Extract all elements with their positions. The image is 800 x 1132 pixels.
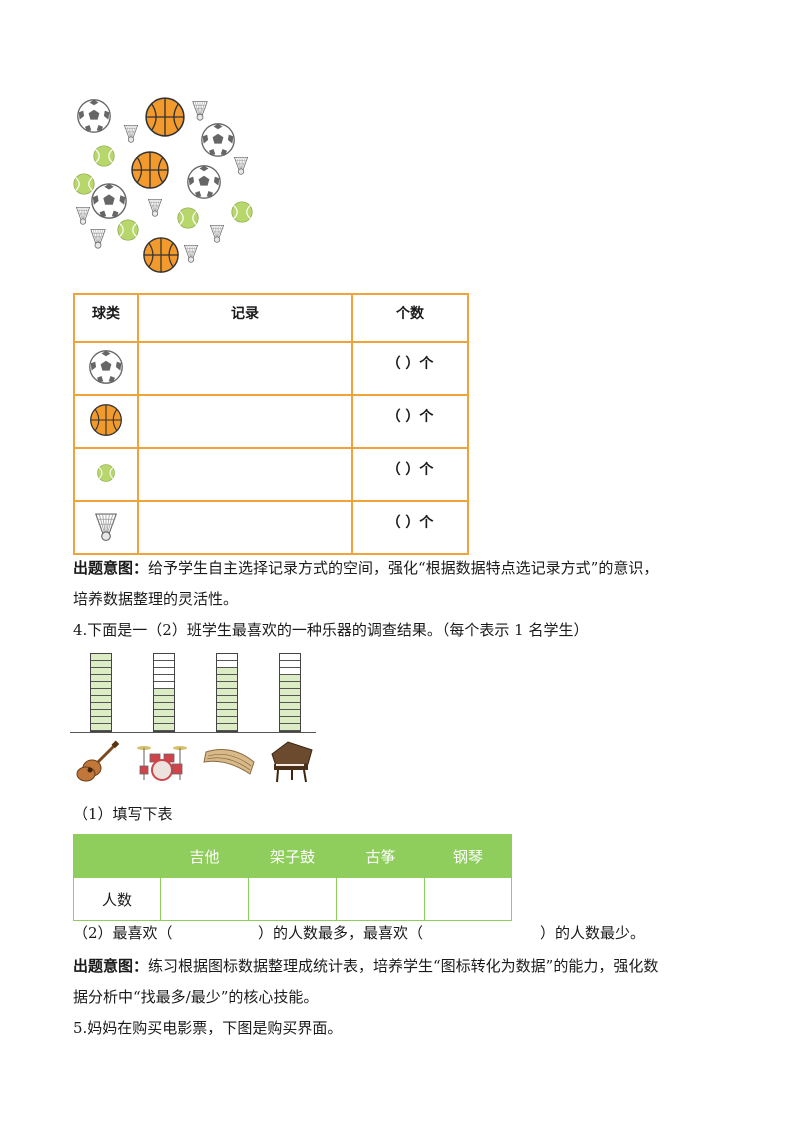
bar-square-empty bbox=[154, 654, 174, 661]
bar-square-filled bbox=[91, 682, 111, 689]
bar-square-filled bbox=[217, 668, 237, 675]
bar-square-filled bbox=[91, 703, 111, 710]
count-cell-soccer[interactable]: （ ）个 bbox=[351, 341, 469, 396]
intent2-line1: 出题意图：练习根据图标数据整理成统计表，培养学生“图标转化为数据”的能力，强化数 bbox=[73, 957, 658, 975]
chart-baseline bbox=[70, 732, 316, 733]
intent1-line2: 培养数据整理的灵活性。 bbox=[73, 590, 239, 608]
bar-square-filled bbox=[154, 717, 174, 724]
row-label-people: 人数 bbox=[73, 877, 161, 921]
bar-square-filled bbox=[154, 696, 174, 703]
intent2-line2: 据分析中“找最多/最少”的核心技能。 bbox=[73, 988, 319, 1006]
instrument-count-table: 吉他 架子鼓 古筝 钢琴 人数 bbox=[73, 834, 512, 921]
balls-record-table: 球类 记录 个数 （ ）个 （ ）个 （ ）个 （ ）个 bbox=[73, 293, 469, 555]
header-drum-kit: 架子鼓 bbox=[248, 834, 337, 878]
count-cell-shuttlecock[interactable]: （ ）个 bbox=[351, 500, 469, 555]
header-guitar: 吉他 bbox=[160, 834, 249, 878]
guzheng-icon bbox=[203, 749, 255, 775]
intent1-line1: 出题意图：给予学生自主选择记录方式的空间，强化“根据数据特点选记录方式”的意识， bbox=[73, 559, 658, 577]
bar-square-filled bbox=[217, 724, 237, 731]
intent2-text1: 练习根据图标数据整理成统计表，培养学生“图标转化为数据”的能力，强化数 bbox=[148, 957, 659, 975]
bar-square-filled bbox=[280, 703, 300, 710]
bar-square-empty bbox=[280, 661, 300, 668]
bar-square-filled bbox=[217, 689, 237, 696]
bar-square-filled bbox=[280, 689, 300, 696]
header-guzheng: 古筝 bbox=[336, 834, 425, 878]
bar-square-filled bbox=[280, 675, 300, 682]
bar-square-filled bbox=[217, 675, 237, 682]
bar-square-filled bbox=[280, 696, 300, 703]
record-cell-soccer[interactable] bbox=[137, 341, 353, 396]
bar-square-filled bbox=[91, 689, 111, 696]
bar-square-empty bbox=[280, 654, 300, 661]
bar-square-filled bbox=[154, 710, 174, 717]
bar-square-filled bbox=[217, 703, 237, 710]
bar-square-filled bbox=[280, 717, 300, 724]
bar-square-empty bbox=[154, 661, 174, 668]
intent1-text1: 给予学生自主选择记录方式的空间，强化“根据数据特点选记录方式”的意识， bbox=[148, 559, 659, 577]
header-count: 个数 bbox=[351, 293, 469, 343]
blank-least-favorite[interactable] bbox=[432, 924, 542, 942]
record-cell-shuttlecock[interactable] bbox=[137, 500, 353, 555]
bar-guzheng bbox=[216, 653, 238, 732]
bar-square-filled bbox=[217, 682, 237, 689]
bar-square-filled bbox=[280, 682, 300, 689]
soccer-ball-icon bbox=[73, 341, 139, 396]
instrument-bar-chart bbox=[70, 652, 316, 736]
q4-sub2-part-a: （2）最喜欢（ bbox=[73, 924, 173, 942]
bar-square-filled bbox=[217, 717, 237, 724]
bar-square-filled bbox=[154, 724, 174, 731]
answer-cell-guitar[interactable] bbox=[160, 877, 249, 921]
blank-most-favorite[interactable] bbox=[178, 924, 260, 942]
bar-square-filled bbox=[91, 661, 111, 668]
answer-cell-guzheng[interactable] bbox=[336, 877, 425, 921]
record-cell-tennis[interactable] bbox=[137, 447, 353, 502]
count-cell-tennis[interactable]: （ ）个 bbox=[351, 447, 469, 502]
guitar-icon bbox=[76, 740, 120, 782]
intent2-label: 出题意图： bbox=[73, 957, 149, 975]
bar-square-empty bbox=[217, 661, 237, 668]
bar-square-filled bbox=[217, 696, 237, 703]
bar-square-filled bbox=[91, 668, 111, 675]
q4-sub1: （1）填写下表 bbox=[73, 805, 173, 823]
bar-square-filled bbox=[91, 654, 111, 661]
bar-square-empty bbox=[154, 675, 174, 682]
bar-square-filled bbox=[91, 696, 111, 703]
answer-cell-drum-kit[interactable] bbox=[248, 877, 337, 921]
header-ball-type: 球类 bbox=[73, 293, 139, 343]
count-cell-basketball[interactable]: （ ）个 bbox=[351, 394, 469, 449]
record-cell-basketball[interactable] bbox=[137, 394, 353, 449]
bar-square-filled bbox=[217, 710, 237, 717]
balls-picture bbox=[70, 92, 260, 282]
intent1-label: 出题意图： bbox=[73, 559, 149, 577]
bar-square-filled bbox=[280, 710, 300, 717]
bar-square-filled bbox=[280, 724, 300, 731]
bar-square-empty bbox=[217, 654, 237, 661]
q5-title: 5.妈妈在购买电影票，下图是购买界面。 bbox=[73, 1019, 343, 1037]
bar-square-empty bbox=[154, 668, 174, 675]
bar-square-filled bbox=[91, 710, 111, 717]
bar-square-empty bbox=[154, 682, 174, 689]
header-record: 记录 bbox=[137, 293, 353, 343]
drum-kit-icon bbox=[137, 746, 187, 781]
bar-piano bbox=[279, 653, 301, 732]
table-corner bbox=[73, 834, 161, 878]
bar-drum-kit bbox=[153, 653, 175, 732]
answer-cell-piano[interactable] bbox=[424, 877, 512, 921]
bar-square-filled bbox=[91, 724, 111, 731]
q4-sub2-part-c: ）的人数最少。 bbox=[540, 924, 646, 942]
q4-title: 4.下面是一（2）班学生最喜欢的一种乐器的调查结果。（每个表示 1 名学生） bbox=[73, 621, 589, 639]
bar-square-empty bbox=[280, 668, 300, 675]
bar-guitar bbox=[90, 653, 112, 732]
header-piano: 钢琴 bbox=[424, 834, 512, 878]
shuttlecock-icon bbox=[73, 500, 139, 555]
instrument-icons-row bbox=[70, 740, 320, 784]
tennis-ball-icon bbox=[73, 447, 139, 502]
piano-icon bbox=[271, 741, 313, 783]
bar-square-filled bbox=[91, 717, 111, 724]
bar-square-filled bbox=[154, 689, 174, 696]
basketball-icon bbox=[73, 394, 139, 449]
bar-square-filled bbox=[91, 675, 111, 682]
q4-sub2-part-b: ）的人数最多，最喜欢（ bbox=[258, 924, 424, 942]
bar-square-filled bbox=[154, 703, 174, 710]
